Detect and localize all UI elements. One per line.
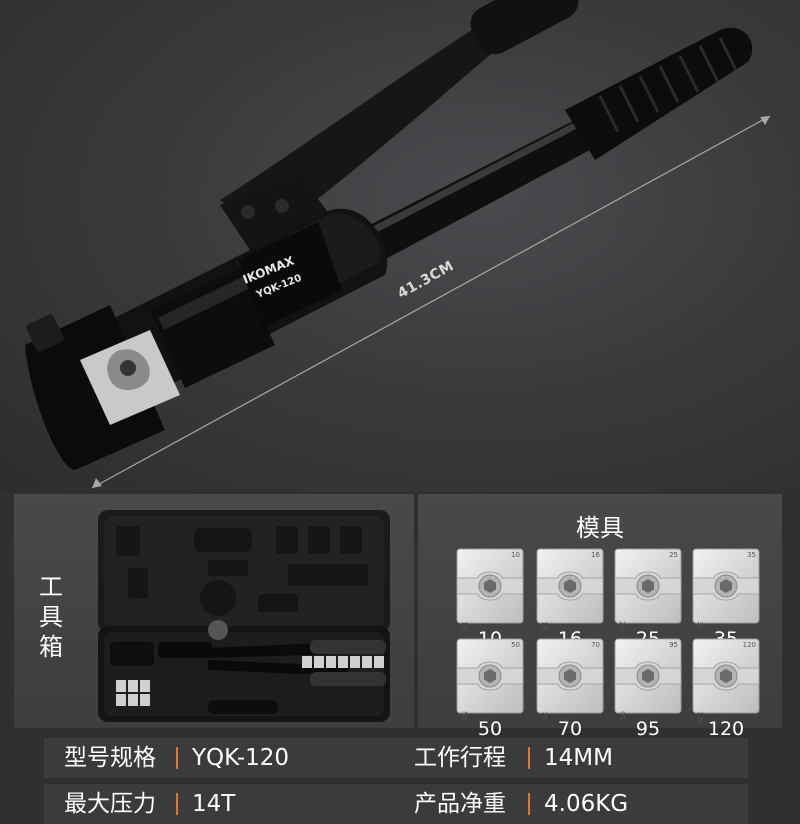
die-size-mark: 95 (669, 641, 678, 649)
crimping-tool-illustration: IKOMAX YQK-120 (25, 0, 771, 489)
die-block-icon (536, 638, 604, 714)
die-block-icon (692, 548, 760, 624)
spec-separator (176, 747, 178, 769)
dies-panel: 模具 1010101616162525253535355050507070709… (418, 494, 782, 740)
spec-label: 产品净重 (414, 791, 506, 817)
die-size-mark: 10 (511, 551, 520, 559)
die-block-icon (456, 638, 524, 714)
spec-value: 14MM (544, 745, 613, 771)
die-16: 161616 (536, 548, 604, 650)
spec-label: 型号规格 (64, 745, 156, 771)
dies-title: 模具 (576, 514, 624, 542)
die-size-label: 50 (477, 718, 503, 740)
spec-value: 14T (192, 791, 236, 817)
die-size-mark: 25 (669, 551, 678, 559)
upper-grip (470, 0, 579, 55)
die-35: 353535 (692, 548, 760, 650)
spec-value: YQK-120 (192, 745, 290, 771)
toolbox-panel: 工 具 箱 (14, 494, 414, 728)
die-25: 252525 (614, 548, 682, 650)
spec-separator (176, 793, 178, 815)
toolbox-label-char: 工 (39, 573, 63, 601)
spec-label: 工作行程 (414, 745, 506, 771)
die-size-mark: 70 (591, 641, 600, 649)
lower-grip (565, 27, 753, 160)
toolbox-label-char: 具 (39, 603, 63, 631)
spec-value: 4.06KG (544, 791, 629, 817)
die-size-mark: 50 (511, 641, 520, 649)
spec-label: 最大压力 (64, 791, 156, 817)
spec-row: 最大压力 14T 产品净重 4.06KG (44, 784, 748, 824)
die-block-icon (692, 638, 760, 714)
product-hero-image: IKOMAX YQK-120 41.3CM (0, 0, 800, 492)
die-block-icon (614, 638, 682, 714)
dimension-line (91, 115, 771, 489)
die-10: 101010 (456, 548, 524, 650)
spec-separator (528, 747, 530, 769)
spec-separator (528, 793, 530, 815)
spec-table: 型号规格 YQK-120 工作行程 14MM 最大压力 14T 产品净重 4.0… (44, 738, 748, 824)
toolbox-label: 工 具 箱 (36, 572, 66, 662)
die-size-label: 120 (707, 718, 745, 740)
spec-row: 型号规格 YQK-120 工作行程 14MM (44, 738, 748, 778)
die-size-mark: 16 (591, 551, 600, 559)
die-block-icon (614, 548, 682, 624)
toolbox-label-char: 箱 (39, 633, 63, 661)
die-block-icon (536, 548, 604, 624)
die-size-label: 70 (557, 718, 583, 740)
toolbox-case-illustration (98, 510, 390, 722)
die-size-mark: 120 (742, 641, 756, 649)
die-block-icon (456, 548, 524, 624)
die-size-label: 95 (635, 718, 661, 740)
die-size-mark: 35 (747, 551, 756, 559)
